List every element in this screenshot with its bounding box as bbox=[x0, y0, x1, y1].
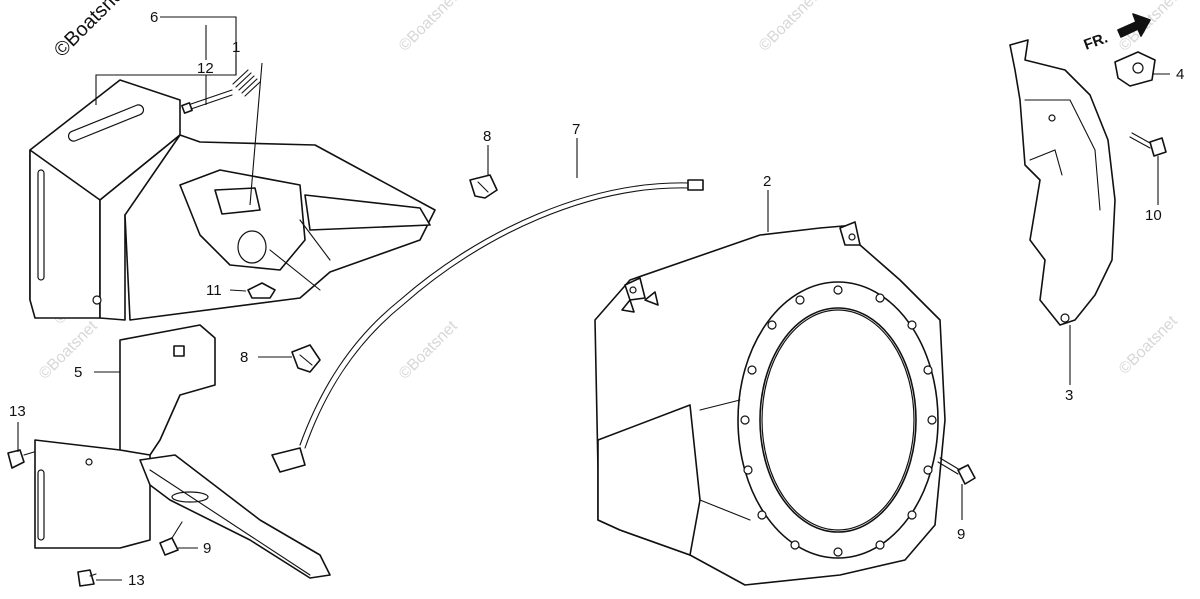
part-7-cable bbox=[271, 179, 704, 473]
callout-5: 5 bbox=[74, 364, 82, 381]
callout-3: 3 bbox=[1065, 387, 1073, 404]
part-13-bolt-lower bbox=[77, 569, 97, 587]
part-4-clamp bbox=[1114, 51, 1156, 87]
part-6-upper-shroud bbox=[29, 79, 436, 321]
callout-9-lower: 9 bbox=[203, 540, 211, 557]
part-9-bolt-lower bbox=[159, 521, 183, 556]
watermark-corner: ©Boatsnet bbox=[50, 0, 132, 62]
callout-9-right: 9 bbox=[957, 526, 965, 543]
watermark-tile: ©Boatsnet bbox=[1116, 312, 1181, 377]
part-9-bolt-right bbox=[937, 457, 976, 485]
part-2-fan-housing bbox=[594, 221, 946, 586]
part-3-side-shield bbox=[1009, 39, 1116, 326]
part-10-bolt bbox=[1129, 132, 1167, 157]
callout-13-upper: 13 bbox=[9, 403, 26, 420]
watermark-tile: ©Boatsnet bbox=[756, 0, 821, 55]
callout-2: 2 bbox=[763, 173, 771, 190]
callout-numbers: 1 2 3 4 5 6 7 8 8 9 9 10 11 12 13 13 bbox=[9, 9, 1184, 589]
callout-10: 10 bbox=[1145, 207, 1162, 224]
callout-1: 1 bbox=[232, 39, 240, 56]
front-label: FR. bbox=[1082, 30, 1111, 54]
callout-7: 7 bbox=[572, 121, 580, 138]
watermark-tile: ©Boatsnet bbox=[396, 0, 461, 55]
callout-6: 6 bbox=[150, 9, 158, 26]
callout-12: 12 bbox=[197, 60, 214, 77]
part-12-bolt bbox=[181, 89, 233, 114]
callout-11: 11 bbox=[206, 282, 222, 299]
fan-housing-bolt-holes bbox=[740, 285, 937, 557]
part-5-bracket bbox=[34, 324, 331, 579]
callout-8-upper: 8 bbox=[483, 128, 491, 145]
callout-4: 4 bbox=[1176, 66, 1184, 83]
watermark-tile: ©Boatsnet bbox=[36, 317, 101, 382]
part-1-spring bbox=[232, 69, 261, 97]
callout-leaders bbox=[17, 16, 1170, 581]
part-13-bolt-upper bbox=[7, 449, 35, 469]
part-8-clip-upper bbox=[469, 174, 498, 199]
part-11-clip bbox=[247, 282, 276, 299]
watermark-tile: ©Boatsnet bbox=[396, 317, 461, 382]
callout-8-lower: 8 bbox=[240, 349, 248, 366]
front-arrow-icon bbox=[1117, 13, 1151, 38]
front-direction-indicator: FR. bbox=[1082, 13, 1151, 54]
part-8-clip-lower bbox=[291, 344, 321, 373]
callout-13-lower: 13 bbox=[128, 572, 145, 589]
